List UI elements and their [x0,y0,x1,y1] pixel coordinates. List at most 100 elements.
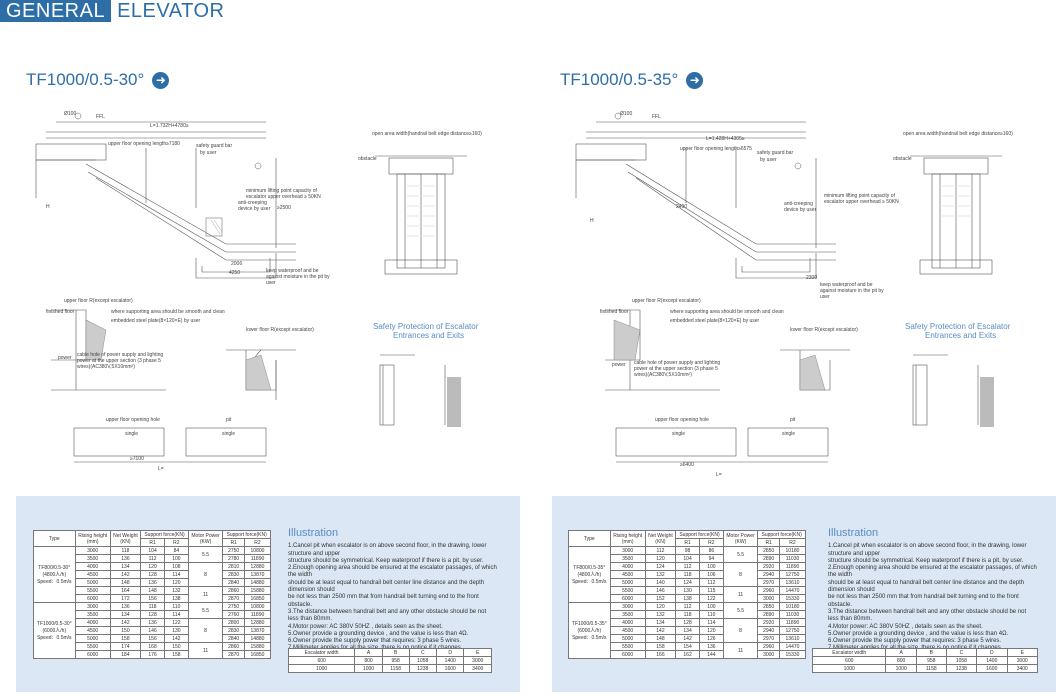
support-detail-drawing [51,309,296,400]
table-cell: 124 [675,578,700,587]
table-cell: 128 [675,618,700,627]
table-cell: 184 [109,650,142,659]
th-r1: R1 [140,538,165,547]
label-upper-opening: upper floor opening length≥6575 [680,146,752,152]
table-cell: 1400 [976,656,1008,665]
table-cell: 2840 [222,634,245,643]
table-cell: 108 [163,562,189,571]
type-cell: TF800/0.5-35°(4800人/h)Speed：0.5m/s [568,546,611,603]
table-cell: 10800 [243,546,272,555]
illustration-lines: 1.Cancel pit when escalator is on above … [288,543,498,660]
table-cell: 10800 [243,602,272,611]
table-cell: 4000 [74,618,111,627]
table-cell: 2960 [757,642,780,651]
table-cell: 166 [644,650,677,659]
front-view-drawing [375,155,467,275]
table-cell: 134 [109,610,142,619]
table-cell: 120 [163,578,189,587]
width-col-header: A [354,648,383,657]
spec-table-35: Type Rising height(mm) Net Weight(KN) Su… [568,530,807,659]
type-cell: TF1000/0.5-35°(6000人/h)Speed：0.5m/s [568,602,611,659]
label-length: L= [158,466,164,472]
brand-general: GENERAL [0,0,112,22]
illustration-notes-30: Illustration 1.Cancel pit when escalator… [288,527,498,660]
table-cell: 2960 [757,586,780,595]
table-cell: 5500 [609,642,646,651]
th-weight: Net Weight(KN) [109,530,142,547]
table-cell: 100 [698,602,724,611]
page-header: GENERAL ELEVATOR [0,0,224,22]
th-motor: Motor Power(KW) [187,530,224,547]
table-cell: 2760 [222,610,245,619]
table-cell: 142 [644,626,677,635]
table-cell: 14470 [778,586,807,595]
table-cell: 2970 [757,634,780,643]
label-finished-floor: finished floor [46,309,75,315]
table-cell: 104 [675,554,700,563]
table-cell: 12750 [778,570,807,579]
label-pit-note: keep waterproof and be against moisture … [820,282,884,300]
table-cell: 158 [644,642,677,651]
table-cell: 4000 [74,562,111,571]
plan-view-drawing [615,427,829,463]
arrow-right-icon[interactable]: ➜ [686,71,704,89]
table-cell: 15880 [243,642,272,651]
spec-table-30: Type Rising height(mm) Net Weight(KN) Su… [33,530,272,659]
table-cell: 84 [163,546,189,555]
table-cell: 2830 [222,626,245,635]
table-cell: 4500 [609,626,646,635]
safety-protection-title: Safety Protection of Escalator Entrances… [373,322,478,340]
label-dim-4100: ≥7100 [130,456,144,462]
table-cell: 2970 [757,578,780,587]
table-cell: 16850 [243,650,272,659]
label-phi: Ø100 [64,111,77,117]
table-cell: 4500 [74,626,111,635]
table-cell: 13610 [778,578,807,587]
label-pit: pit [790,417,796,423]
table-cell: 11890 [243,554,272,563]
table-cell: 176 [140,650,165,659]
table-cell: 800 [354,656,383,665]
table-cell: 136 [109,554,142,563]
label-by-user: by user [200,150,217,156]
table-cell: 154 [675,642,700,651]
table-cell: 110 [698,610,724,619]
table-cell: 958 [915,656,947,665]
illustration-lines: 1.Cancel pit when escalator is on above … [828,543,1038,660]
illustration-line: 3.The distance between handrail belt and… [288,608,487,623]
table-cell: 11890 [778,618,807,627]
table-cell: 100 [163,554,189,563]
motor-cell: 8 [187,618,224,643]
table-cell: 128 [140,570,165,579]
table-cell: 122 [163,618,189,627]
th-support: Support force(KN) [140,530,189,539]
table-cell: 112 [675,562,700,571]
table-cell: 15330 [778,594,807,603]
table-cell: 2870 [222,594,245,603]
arrow-right-icon[interactable]: ➜ [152,71,170,89]
label-length: L= [716,472,722,478]
table-cell: 2840 [222,578,245,587]
label-open-area: open area width(handrail belt edge dista… [372,131,482,137]
table-cell: 94 [698,554,724,563]
table-cell: 3000 [609,546,646,555]
table-cell: 134 [109,562,142,571]
table-cell: 162 [675,650,700,659]
label-upper-opening: upper floor opening length≥7180 [108,141,180,147]
table-cell: 3500 [609,610,646,619]
table-cell: 164 [109,586,142,595]
th-support-2: Support force(KN) [757,530,806,539]
table-cell: 156 [140,634,165,643]
model-title-35: TF1000/0.5-35° ➜ [560,70,704,90]
type-cell: TF800/0.5-30°(4800人/h)Speed：0.5m/s [33,546,76,603]
width-col-header: D [976,648,1008,657]
